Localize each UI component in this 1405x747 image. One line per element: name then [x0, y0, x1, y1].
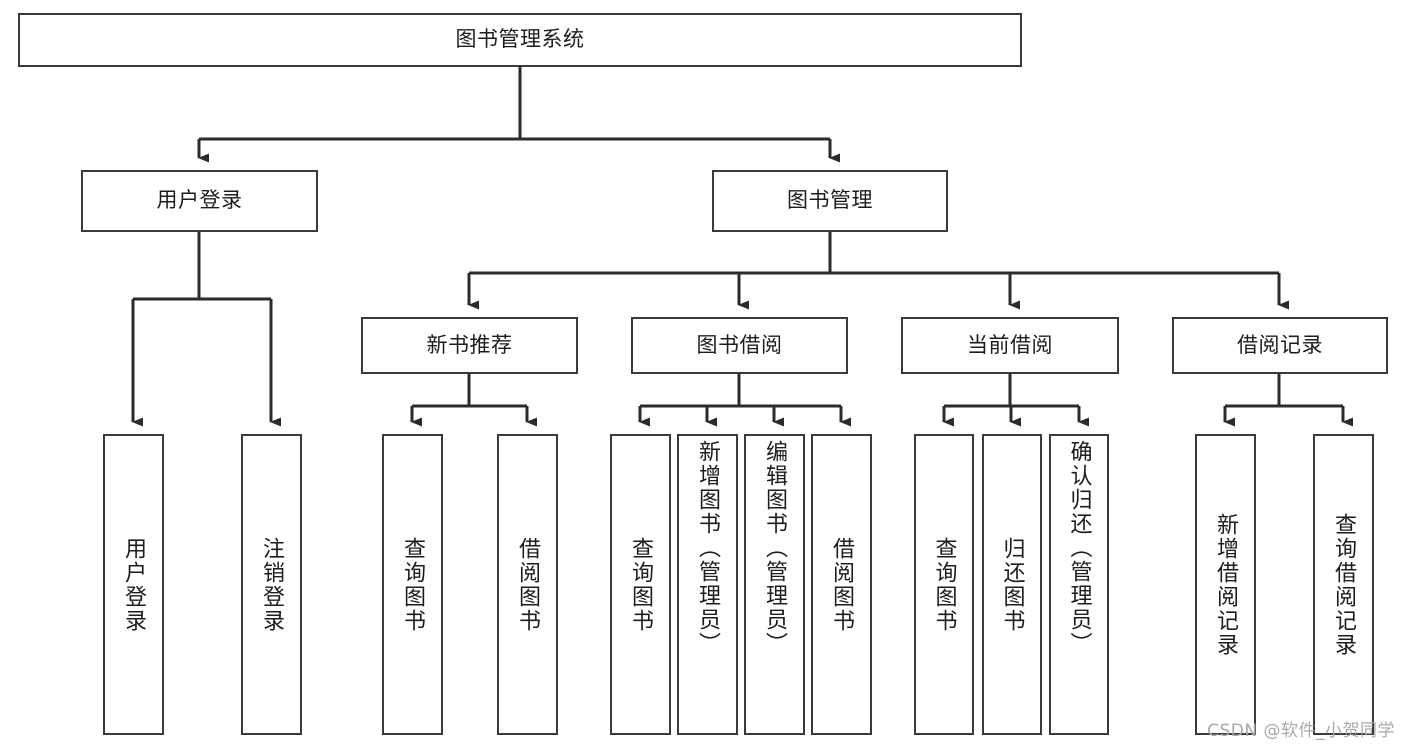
node-leaf-query-record[interactable]: 查询借阅记录	[1313, 434, 1374, 735]
node-leaf-add-record-label: 新增借阅记录	[1213, 512, 1239, 657]
node-book-manage[interactable]: 图书管理	[712, 170, 948, 232]
node-leaf-return-book[interactable]: 归还图书	[982, 434, 1042, 735]
csdn-watermark: CSDN @软件_小贺同学	[1207, 721, 1395, 741]
node-leaf-user-login[interactable]: 用户登录	[103, 434, 164, 735]
node-leaf-borrow-book-2[interactable]: 借阅图书	[811, 434, 872, 735]
node-leaf-query-book-3-label: 查询图书	[931, 536, 957, 633]
node-root[interactable]: 图书管理系统	[18, 13, 1022, 67]
node-leaf-query-book-3[interactable]: 查询图书	[914, 434, 974, 735]
node-leaf-query-book-1[interactable]: 查询图书	[382, 434, 443, 735]
node-new-book-recommend[interactable]: 新书推荐	[361, 317, 578, 374]
node-leaf-query-record-label: 查询借阅记录	[1331, 512, 1357, 657]
node-leaf-edit-book-label: 编辑图书（管理员）	[762, 440, 788, 656]
node-leaf-add-book[interactable]: 新增图书（管理员）	[677, 434, 738, 735]
node-book-borrow-label: 图书借阅	[696, 332, 783, 357]
node-borrow-record[interactable]: 借阅记录	[1172, 317, 1388, 374]
node-leaf-add-book-label: 新增图书（管理员）	[695, 440, 721, 656]
node-leaf-edit-book[interactable]: 编辑图书（管理员）	[744, 434, 805, 735]
node-leaf-borrow-book-2-label: 借阅图书	[829, 536, 855, 633]
node-user-login-label: 用户登录	[156, 188, 243, 213]
node-current-borrow[interactable]: 当前借阅	[901, 317, 1119, 374]
node-leaf-user-login-label: 用户登录	[121, 536, 147, 633]
node-leaf-query-book-2-label: 查询图书	[628, 536, 654, 633]
node-user-login[interactable]: 用户登录	[81, 170, 318, 232]
node-leaf-confirm-return[interactable]: 确认归还（管理员）	[1049, 434, 1109, 735]
node-leaf-borrow-book-1-label: 借阅图书	[515, 536, 541, 633]
node-leaf-logout-login-label: 注销登录	[259, 536, 285, 633]
node-borrow-record-label: 借阅记录	[1237, 332, 1323, 357]
node-leaf-logout-login[interactable]: 注销登录	[241, 434, 302, 735]
node-book-manage-label: 图书管理	[787, 188, 873, 213]
node-leaf-return-book-label: 归还图书	[999, 536, 1025, 633]
node-leaf-add-record[interactable]: 新增借阅记录	[1195, 434, 1256, 735]
node-root-label: 图书管理系统	[455, 27, 585, 52]
node-leaf-confirm-return-label: 确认归还（管理员）	[1066, 440, 1092, 656]
node-leaf-query-book-2[interactable]: 查询图书	[610, 434, 671, 735]
node-leaf-query-book-1-label: 查询图书	[400, 536, 426, 633]
node-leaf-borrow-book-1[interactable]: 借阅图书	[497, 434, 558, 735]
node-book-borrow[interactable]: 图书借阅	[631, 317, 848, 374]
node-current-borrow-label: 当前借阅	[967, 332, 1053, 357]
node-new-book-recommend-label: 新书推荐	[426, 332, 513, 357]
